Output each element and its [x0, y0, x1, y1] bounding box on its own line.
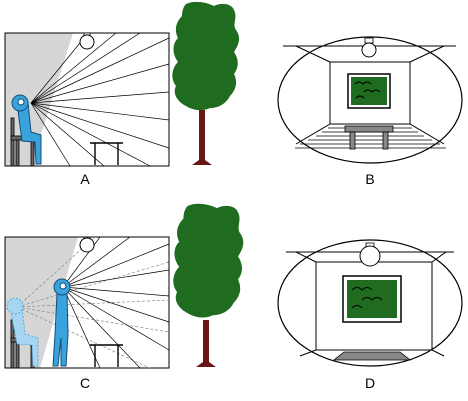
panel-c: C	[4, 203, 244, 391]
panel-label-d: D	[365, 375, 375, 391]
panel-d: D	[277, 239, 463, 391]
table-icon	[332, 351, 412, 361]
sight-lines	[30, 32, 170, 167]
ceiling-lamp-icon	[79, 32, 95, 50]
panel-label-c: C	[80, 375, 90, 391]
tree-icon	[172, 1, 240, 165]
person-icon	[52, 278, 71, 367]
room-perspective	[283, 45, 456, 145]
panel-label-b: B	[365, 171, 374, 187]
bench-icon	[90, 344, 123, 367]
bench-icon	[90, 142, 123, 165]
panel-b: B	[277, 36, 463, 187]
sight-lines	[62, 236, 170, 369]
table-icon	[344, 125, 394, 150]
floor-stripes	[295, 127, 446, 149]
painting-icon	[342, 275, 402, 323]
painting-icon	[347, 73, 391, 109]
ceiling-lamp-icon	[361, 37, 377, 58]
ceiling-lamp-icon	[79, 236, 95, 253]
panel-label-a: A	[80, 171, 90, 187]
person-icon	[11, 94, 42, 165]
ceiling-lamp-icon	[359, 242, 381, 267]
ghost-person-icon	[6, 297, 39, 367]
tree-icon	[173, 203, 244, 367]
panel-a: A	[4, 1, 240, 187]
